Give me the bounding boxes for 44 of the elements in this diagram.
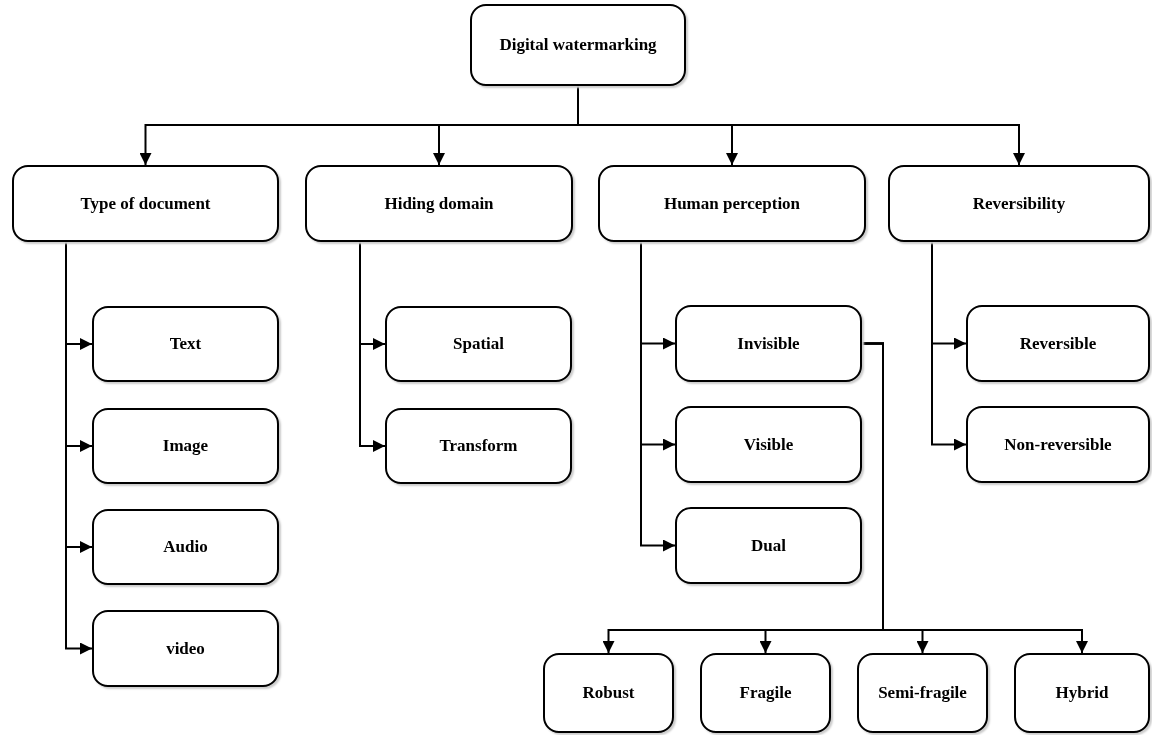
arrow — [861, 342, 1088, 654]
rounded-box — [1014, 653, 1150, 733]
node-label: Semi-fragile — [878, 683, 967, 703]
arrow — [931, 241, 967, 451]
node-label: Reversible — [1019, 333, 1097, 354]
node-label: Text — [169, 334, 202, 354]
node-label: Non-reversible — [1004, 434, 1112, 455]
rounded-box — [598, 165, 866, 242]
node-label: Dual — [751, 535, 786, 556]
rounded-box — [12, 165, 279, 242]
rounded-box — [470, 4, 686, 86]
node-label: Audio — [163, 537, 208, 557]
node-label: video — [166, 638, 205, 659]
rounded-box — [888, 165, 1150, 242]
rounded-box — [543, 653, 674, 733]
rounded-box — [675, 305, 862, 382]
rounded-box — [305, 165, 573, 242]
node-label: Type of document — [80, 193, 211, 214]
node-label: Spatial — [453, 334, 504, 354]
rounded-box — [966, 406, 1150, 483]
rounded-box — [92, 408, 279, 484]
node-label: Fragile — [739, 683, 792, 703]
rounded-box — [675, 507, 862, 584]
rounded-box — [385, 408, 572, 484]
node-label: Visible — [743, 434, 794, 455]
rounded-box — [857, 653, 988, 733]
node-label: Image — [162, 436, 209, 456]
node-label: Reversibility — [972, 193, 1066, 214]
node-label: Transform — [439, 436, 518, 456]
node-label: Hybrid — [1055, 683, 1109, 703]
rounded-box — [966, 305, 1150, 382]
node-label: Hiding domain — [384, 193, 494, 214]
arrow — [359, 241, 386, 452]
rounded-box — [92, 610, 279, 687]
node-label: Robust — [582, 683, 635, 703]
rounded-box — [92, 509, 279, 585]
rounded-box — [675, 406, 862, 483]
node-label: Invisible — [737, 333, 800, 354]
rounded-box — [385, 306, 572, 382]
rounded-box — [92, 306, 279, 382]
arrow — [640, 241, 676, 552]
rounded-box — [700, 653, 831, 733]
node-label: Human perception — [663, 193, 801, 214]
node-label: Digital watermarking — [499, 35, 657, 55]
